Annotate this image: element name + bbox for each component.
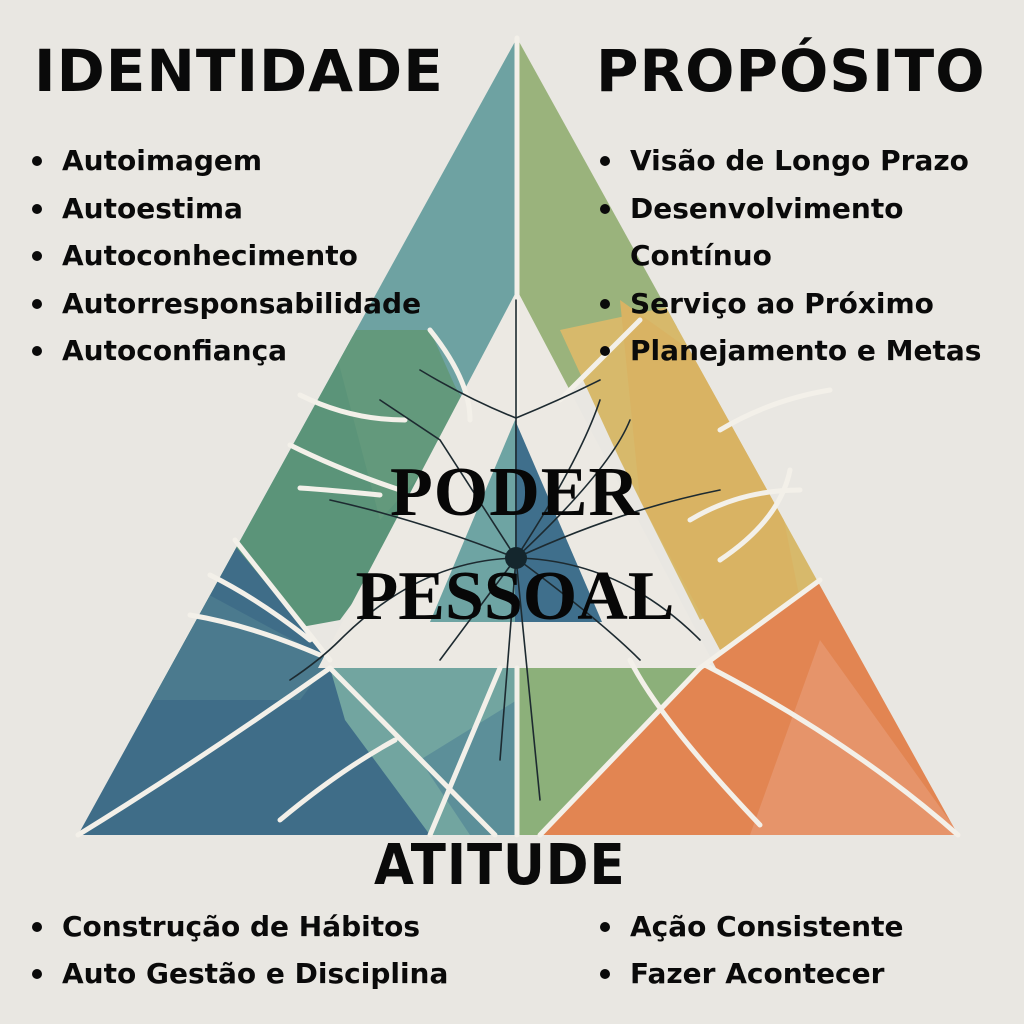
list-item: Autoimagem [30,137,421,185]
list-item: Fazer Acontecer [598,950,903,997]
center-title-line-2: PESSOAL [355,558,675,635]
list-item: Ação Consistente [598,903,903,950]
center-dot [505,547,527,569]
white-cracks [75,35,961,838]
atitude-list-left: Construção de Hábitos Auto Gestão e Disc… [30,903,448,997]
list-item: Autoconhecimento [30,232,421,280]
proposito-list: Visão de Longo Prazo Desenvolvimento Con… [598,137,981,375]
list-item: Desenvolvimento [598,185,981,233]
list-item: Planejamento e Metas [598,327,981,375]
heading-atitude: ATITUDE [374,833,626,898]
list-item: Visão de Longo Prazo [598,137,981,185]
dark-cracks [289,299,721,801]
list-item-continuation: Contínuo [630,239,772,272]
list-item: Autoconfiança [30,327,421,375]
list-item: Construção de Hábitos [30,903,448,950]
list-item: Autorresponsabilidade [30,280,421,328]
heading-identidade: IDENTIDADE [34,37,444,105]
list-item: Auto Gestão e Disciplina [30,950,448,997]
center-triangle [430,420,515,622]
list-item: Serviço ao Próximo [598,280,981,328]
atitude-list-right: Ação Consistente Fazer Acontecer [598,903,903,997]
heading-proposito: PROPÓSITO [596,37,986,105]
center-title-line-1: PODER [390,454,640,531]
list-item: Autoestima [30,185,421,233]
identidade-list: Autoimagem Autoestima Autoconhecimento A… [30,137,421,375]
